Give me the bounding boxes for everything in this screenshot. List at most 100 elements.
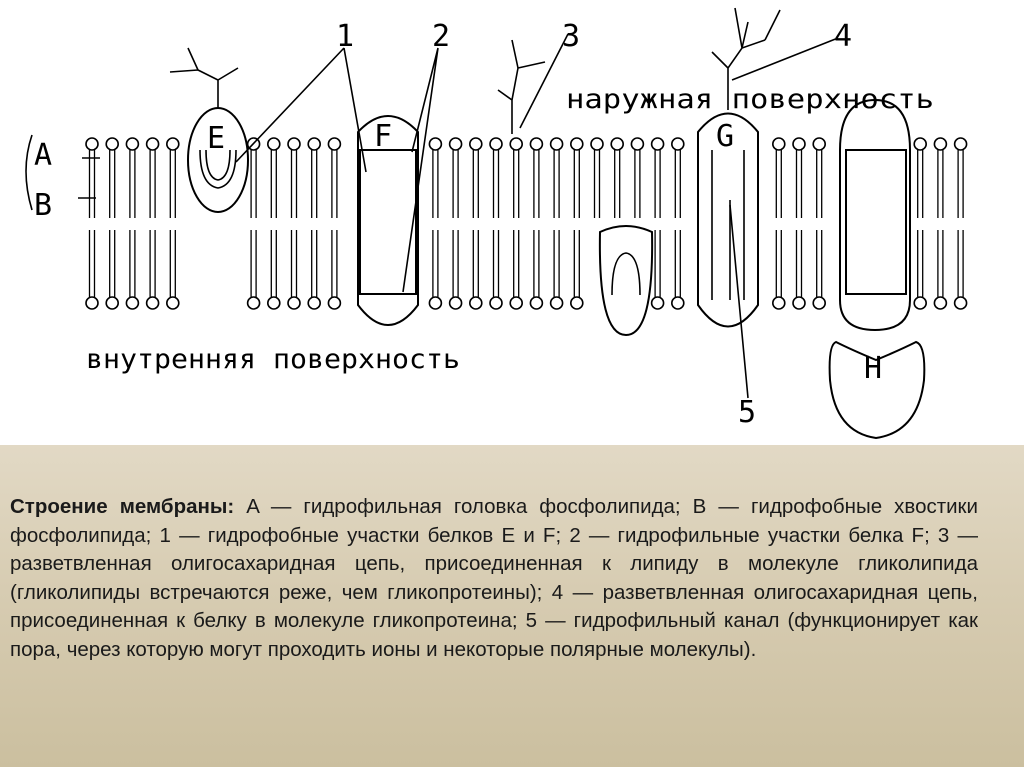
lipid-tail-inner [88,230,96,297]
inner-surface-label: внутренняя поверхность [86,344,460,375]
lipid-tail-inner [109,230,116,297]
lipid-head-outer [549,137,564,151]
lipid-tail-outer [492,150,500,218]
lipid-tail-outer [654,150,661,218]
protein-right [839,98,911,332]
oligosaccharide-e [169,47,239,108]
lipid-head-inner [792,296,806,310]
lipid-tail-inner [775,230,782,297]
lipid-head-outer [529,137,544,151]
lipid-head-outer [933,137,948,151]
oligosaccharide-3 [497,39,546,134]
lipid-head-inner [327,296,342,310]
lipid-head-outer [650,137,665,151]
lipid-head-inner [549,296,564,310]
lipid-head-outer [448,137,463,151]
lipid-head-inner [85,296,99,310]
label-b: B [34,188,52,223]
lipid-head-outer [327,137,342,151]
label-2: 2 [432,19,450,54]
lipid-tail-outer [169,150,176,218]
lipid-head-outer [145,137,160,151]
lipid-head-outer [771,137,786,151]
lipid-head-inner [933,296,948,310]
lipid-tail-outer [593,150,601,218]
protein-g [697,112,759,328]
lipid-tail-inner [149,230,156,297]
lipid-head-outer [468,137,483,151]
lipid-tail-outer [472,150,479,218]
lipid-head-inner [307,296,322,310]
lipid-tail-inner [472,230,479,297]
lipid-tail-outer [553,150,560,218]
outer-surface-label: наружная поверхность [566,84,934,115]
lipid-tail-outer [816,150,823,218]
lipid-tail-inner [270,230,277,297]
lipid-tail-inner [795,230,803,297]
lipid-head-outer [610,137,625,151]
lipid-head-inner [166,296,180,310]
lipid-head-outer [428,137,443,151]
lipid-tail-outer [937,150,944,218]
lipid-head-outer [307,137,322,151]
lipid-tail-inner [957,230,964,297]
lipid-head-outer [913,137,928,151]
lipid-tail-outer [331,150,338,218]
lipid-tail-inner [513,230,520,297]
lipid-head-inner [125,296,140,310]
lipid-head-outer [166,137,180,151]
lipid-tail-inner [573,230,580,297]
inner-protein [598,225,654,337]
protein-h [828,340,926,440]
lipid-tail-inner [937,230,944,297]
membrane-diagram-svg: наружная поверхность внутренняя поверхно… [25,7,968,440]
lipid-tail-inner [553,230,560,297]
lipid-head-outer [85,137,99,151]
lipid-head-inner [670,296,685,310]
lipid-head-outer [287,137,301,151]
lipid-tail-outer [573,150,580,218]
lipid-tail-inner [492,230,500,297]
lipid-tail-outer [452,150,459,218]
lipid-tail-outer [957,150,964,218]
lipid-tail-outer [311,150,318,218]
lipid-tail-inner [654,230,661,297]
lipid-tail-inner [290,230,298,297]
lipid-head-inner [287,296,301,310]
lipid-head-inner [448,296,463,310]
lipid-head-outer [812,137,827,151]
label-1: 1 [336,19,354,54]
lipid-head-inner [468,296,483,310]
lipid-head-outer [670,137,685,151]
lipid-head-inner [569,296,584,310]
oligosaccharide-4 [711,7,781,110]
caption-paragraph: Строение мембраны: A — гидрофильная голо… [10,493,978,665]
lipid-head-inner [266,296,281,310]
lipid-tail-inner [432,230,439,297]
lipid-tail-inner [452,230,459,297]
lipid-head-outer [569,137,584,151]
lipid-tail-inner [250,230,257,297]
lipid-head-inner [246,296,261,310]
label-5: 5 [738,395,756,430]
label-f: F [374,119,392,154]
lipid-head-outer [630,137,645,151]
lipid-head-outer [792,137,806,151]
lipid-tail-outer [290,150,298,218]
lipid-tail-outer [513,150,520,218]
lipid-head-inner [529,296,544,310]
lipid-head-outer [125,137,140,151]
lipid-tail-outer [109,150,116,218]
label-a: A [34,138,52,173]
lipid-head-inner [489,296,503,310]
caption-panel: Строение мембраны: A — гидрофильная голо… [0,445,1024,767]
lipid-tail-outer [795,150,803,218]
lipid-head-inner [812,296,827,310]
label-3: 3 [562,19,580,54]
phospholipid-bilayer [85,137,968,310]
lipid-head-outer [590,137,604,151]
membrane-diagram: наружная поверхность внутренняя поверхно… [25,7,968,440]
lipid-head-outer [105,137,119,151]
lipid-tail-inner [816,230,823,297]
